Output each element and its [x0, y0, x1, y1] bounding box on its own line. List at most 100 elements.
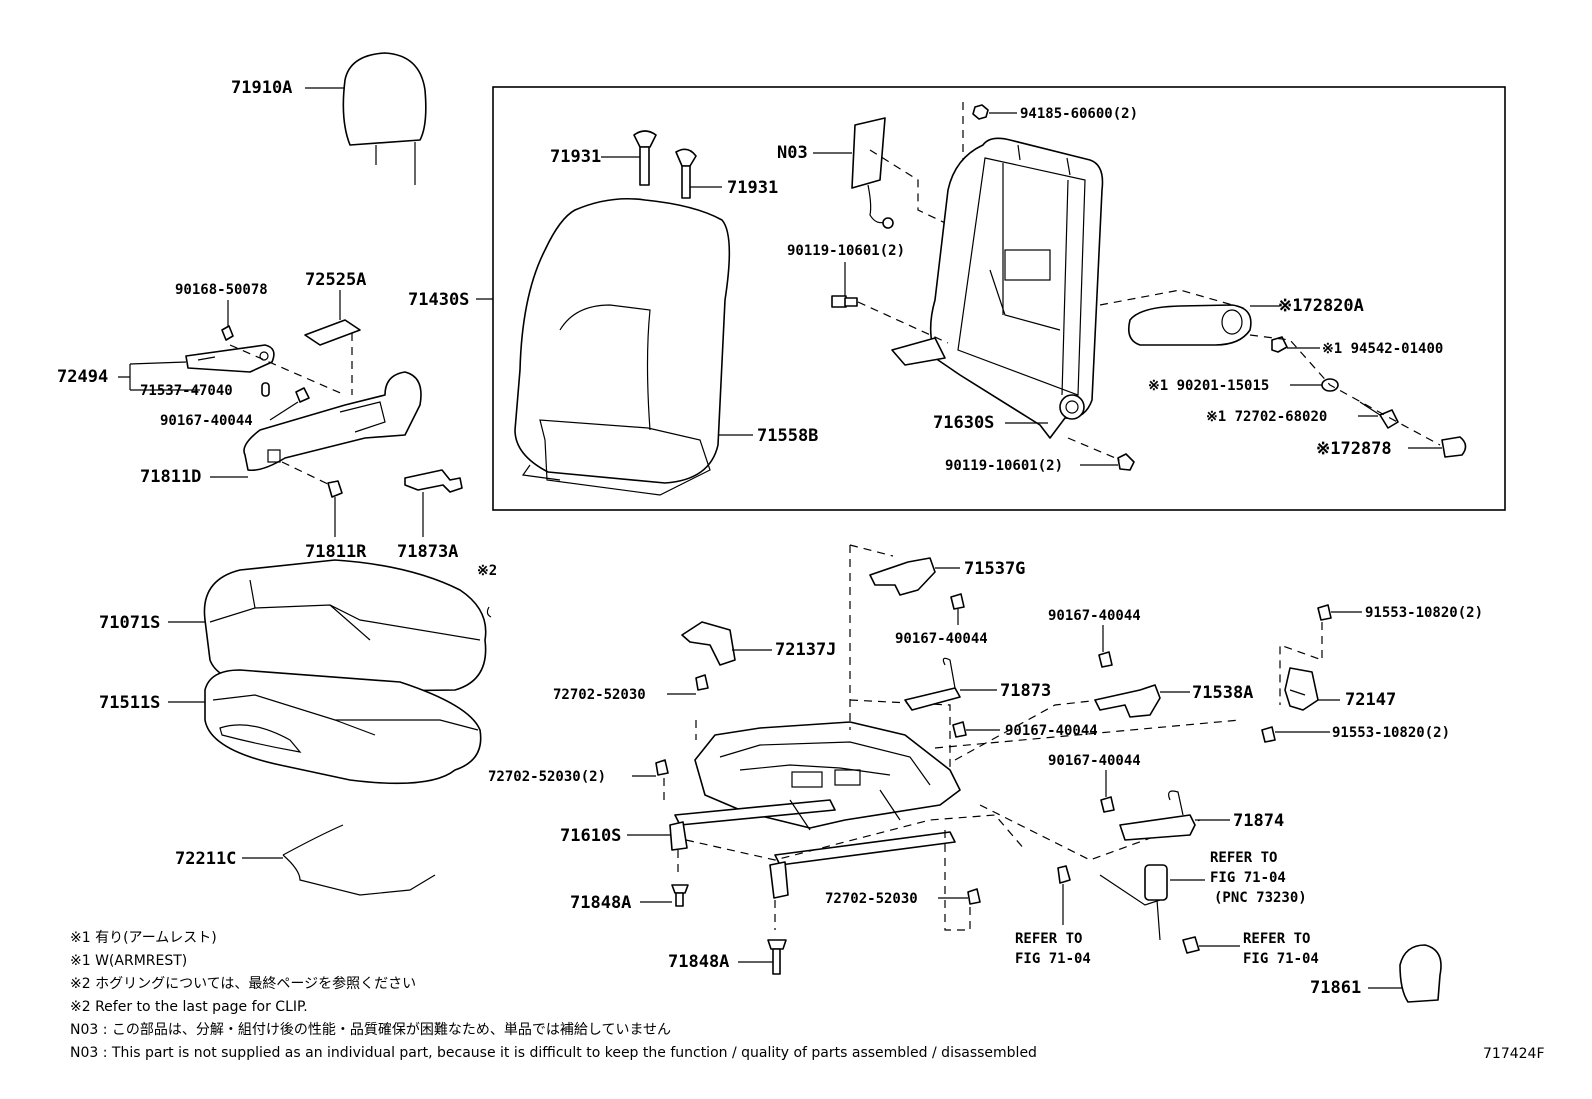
label-91553b: 91553-10820(2): [1332, 725, 1450, 741]
label-71910A: 71910A: [231, 78, 292, 98]
label-refer-3b: FIG 71-04: [1243, 951, 1319, 967]
note-1: ※1 有り(アームレスト): [70, 930, 217, 946]
recliner-cover-71811D: [243, 371, 422, 472]
dash-N03: [869, 149, 961, 231]
screw-90167-b: [950, 593, 965, 610]
label-90167a: 90167-40044: [160, 413, 253, 429]
label-71558B: 71558B: [757, 426, 818, 446]
seatbelt-buckle: [1099, 864, 1168, 941]
seat-pad-71511S: [204, 669, 482, 785]
dash-90119a: [857, 301, 949, 344]
dash-90119b: [1067, 437, 1121, 461]
label-71873: 71873: [1000, 681, 1051, 701]
leader-72494: [118, 361, 200, 391]
label-71610S: 71610S: [560, 826, 621, 846]
label-72137J: 72137J: [775, 640, 836, 660]
seatback-cushion-71558B: [514, 197, 731, 496]
note-5: N03 : この部品は、分解・組付け後の性能・品質確保が困難なため、単品では補給…: [70, 1022, 671, 1038]
nut-refer-3: [1182, 936, 1200, 954]
label-71537G: 71537G: [964, 559, 1025, 579]
label-71630S: 71630S: [933, 413, 994, 433]
spacer-refer-2: [1057, 865, 1071, 884]
leader-90167a: [269, 401, 299, 421]
label-72702-68020: ※1 72702-68020: [1206, 409, 1327, 425]
label-94542: ※1 94542-01400: [1322, 341, 1443, 357]
headrest-support-71931: [633, 130, 697, 199]
label-72525A: 72525A: [305, 270, 366, 290]
label-71537-47040: 71537-47040: [140, 383, 233, 399]
label-72702a: 72702-52030: [553, 687, 646, 703]
label-90119a: 90119-10601(2): [787, 243, 905, 259]
wire-72211C: [282, 824, 436, 896]
label-71931a: 71931: [550, 147, 601, 167]
dash-rail: [685, 814, 1026, 861]
armrest-72820A: [1127, 304, 1252, 346]
screw-90167-c: [1098, 651, 1113, 668]
dash-72820A: [1099, 289, 1251, 311]
label-refer-1b: FIG 71-04: [1210, 870, 1286, 886]
label-90167e: 90167-40044: [1048, 753, 1141, 769]
collar-94542: [1271, 336, 1288, 353]
label-clip: ※2: [477, 563, 497, 579]
label-71811R: 71811R: [305, 542, 367, 562]
bolt-91553-b: [1261, 726, 1276, 743]
clip-71811R: [327, 480, 343, 498]
bolt-72702-68020-shaft: [1359, 401, 1381, 416]
seatback-frame-71630S: [891, 137, 1104, 439]
dash-90167a: [229, 344, 346, 396]
label-90201: ※1 90201-15015: [1148, 378, 1269, 394]
label-71538A: 71538A: [1192, 683, 1253, 703]
bolt-91553-a: [1317, 604, 1332, 621]
bolt-90119-lower: [1117, 453, 1135, 471]
label-71511S: 71511S: [99, 693, 160, 713]
bracket-71874: [1119, 790, 1196, 841]
label-72702b: 72702-52030(2): [488, 769, 606, 785]
dash-71538A: [954, 699, 1101, 761]
dash-72147: [934, 719, 1241, 749]
label-71811D: 71811D: [140, 467, 201, 487]
dash-71811R: [281, 461, 331, 486]
label-71874: 71874: [1233, 811, 1284, 831]
bolt-72702-68020: [1379, 409, 1399, 429]
note-6: N03 : This part is not supplied as an in…: [70, 1045, 1037, 1061]
label-71873A: 71873A: [397, 542, 458, 562]
note-4: ※2 Refer to the last page for CLIP.: [70, 999, 308, 1015]
note-3: ※2 ホグリングについては、最終ページを参照ください: [70, 975, 416, 992]
dash-armrest-fasteners: [1249, 334, 1441, 446]
label-72211C: 72211C: [175, 849, 236, 869]
bracket-72494: [185, 344, 275, 373]
dash-71873: [849, 544, 951, 770]
bracket-71873A: [404, 469, 463, 493]
screw-90167-e: [1100, 796, 1115, 813]
label-N03: N03: [777, 143, 808, 163]
label-90168: 90168-50078: [175, 282, 268, 298]
label-91553a: 91553-10820(2): [1365, 605, 1483, 621]
label-90167c: 90167-40044: [1048, 608, 1141, 624]
bolt-72702-52030-b: [655, 759, 669, 776]
label-94185: 94185-60600(2): [1020, 106, 1138, 122]
label-71071S: 71071S: [99, 613, 160, 633]
bolt-90119-upper: [831, 295, 858, 308]
bracket-72147: [1284, 667, 1319, 711]
label-90167d: 90167-40044: [1005, 723, 1098, 739]
note-2: ※1 W(ARMREST): [70, 953, 187, 969]
bracket-71538A: [1094, 684, 1161, 718]
label-refer-1c: (PNC 73230): [1214, 890, 1307, 906]
bolt-71848A-b: [767, 939, 787, 975]
hog-ring-clip: [486, 606, 492, 618]
bolt-72702-52030-c: [967, 888, 981, 905]
label-72494: 72494: [57, 367, 108, 387]
label-90119b: 90119-10601(2): [945, 458, 1063, 474]
dash-91553a: [1279, 622, 1323, 705]
cover-71861: [1399, 944, 1442, 1003]
label-refer-2a: REFER TO: [1015, 931, 1082, 947]
nut-94185: [972, 104, 989, 120]
screw-90167-d: [952, 721, 967, 738]
bracket-71537G: [869, 557, 936, 596]
bolt-71848A-a: [671, 884, 689, 907]
label-71931b: 71931: [727, 178, 778, 198]
cap-72878: [1441, 436, 1467, 458]
label-72147: 72147: [1345, 690, 1396, 710]
